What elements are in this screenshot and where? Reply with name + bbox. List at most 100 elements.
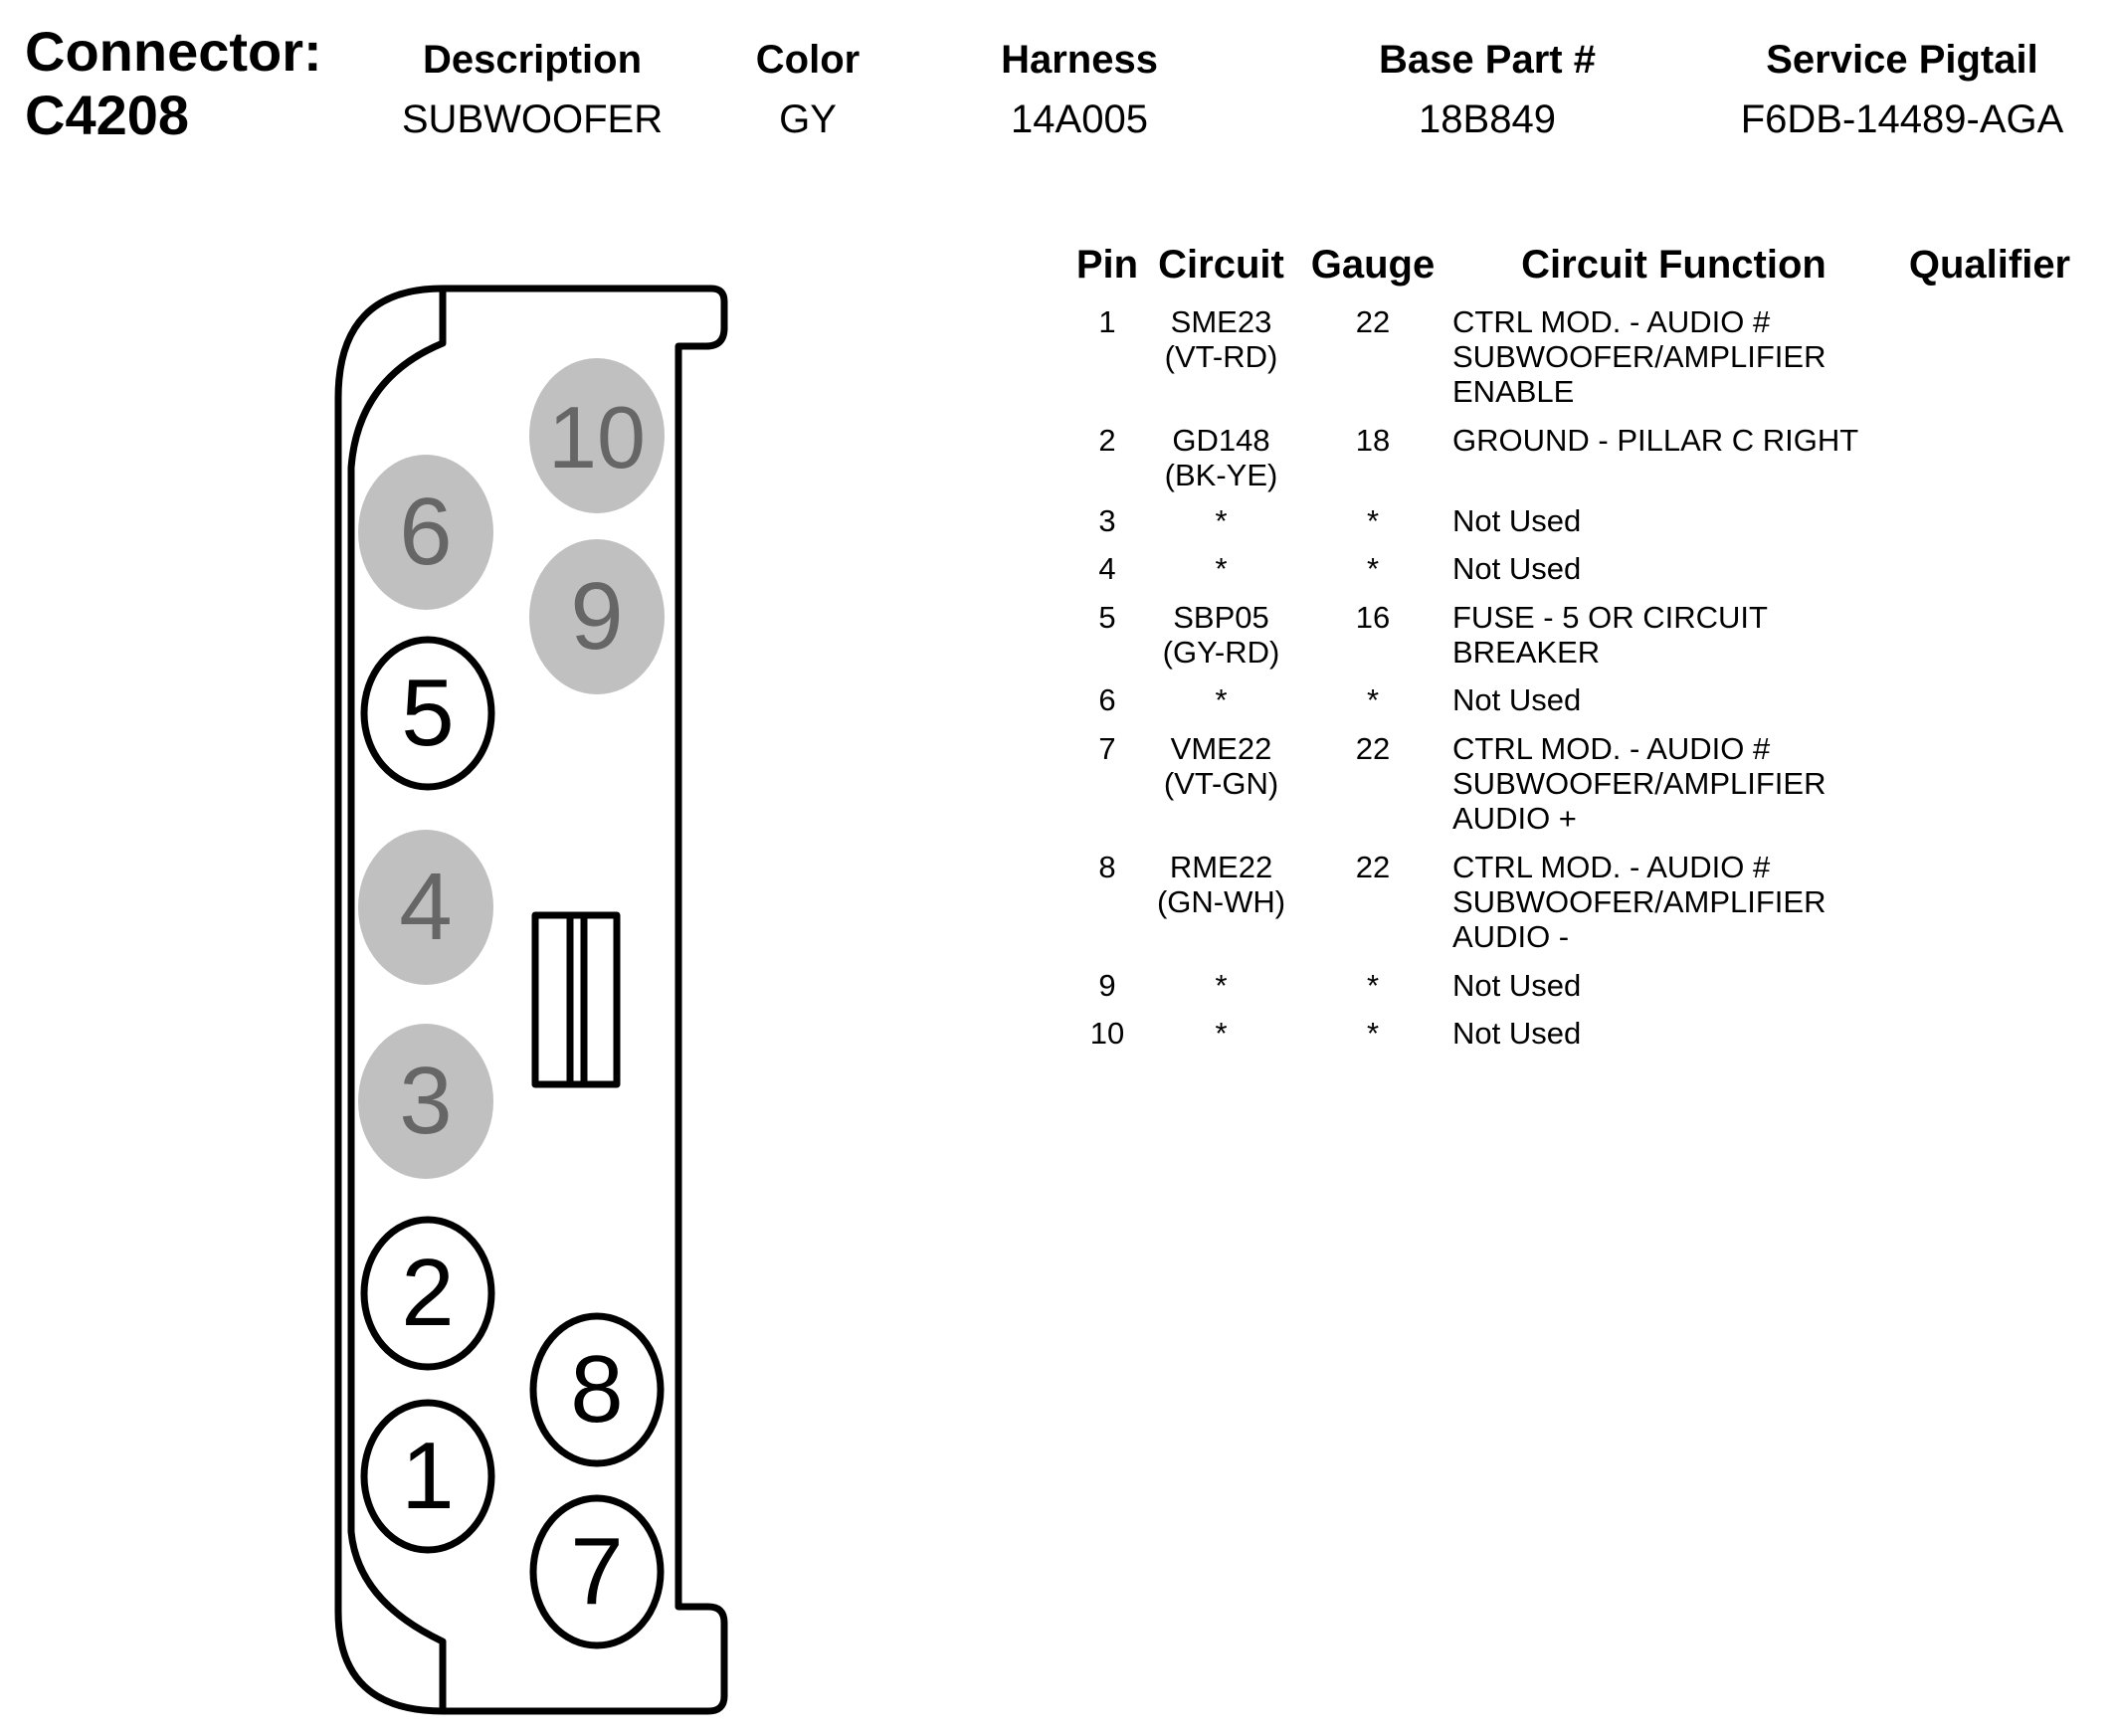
function-cell: GROUND - PILLAR C RIGHT xyxy=(1452,423,1890,458)
gauge-cell: 18 xyxy=(1355,423,1391,458)
circuit-cell: SBP05(GY-RD) xyxy=(1144,600,1298,670)
header-harness: Harness 14A005 xyxy=(880,38,1278,141)
pin-cavity-3 xyxy=(358,1024,493,1179)
gauge-cell: 22 xyxy=(1355,850,1391,884)
circuit-cell: GD148(BK-YE) xyxy=(1144,423,1298,492)
circuit-line: * xyxy=(1215,682,1228,717)
header-value: F6DB-14489-AGA xyxy=(1740,97,2064,141)
function-line: ENABLE xyxy=(1452,374,1575,409)
header-value: GY xyxy=(779,97,837,141)
pin-cavity-7 xyxy=(529,1494,665,1649)
connector-inner-wall xyxy=(347,287,447,1713)
circuit-line: (BK-YE) xyxy=(1164,458,1278,492)
pin-cavity-6 xyxy=(358,455,493,610)
function-line: BREAKER xyxy=(1452,635,1601,670)
pin-cavity-9 xyxy=(529,539,665,694)
gauge-cell: * xyxy=(1366,968,1380,1003)
header-value: SUBWOOFER xyxy=(401,97,664,141)
circuit-line: SME23 xyxy=(1170,304,1272,339)
pin-cavity-5 xyxy=(360,636,495,791)
pin-cavity-label: 5 xyxy=(401,660,454,766)
function-line: CTRL MOD. - AUDIO # xyxy=(1452,731,1771,766)
circuit-line: * xyxy=(1215,1016,1228,1051)
connector-housing-outline xyxy=(334,285,728,1715)
pin-cell: 5 xyxy=(1098,600,1116,635)
circuit-line: (VT-GN) xyxy=(1163,766,1279,801)
pin-cavity-8 xyxy=(529,1312,665,1467)
column-header-pin: Pin xyxy=(1075,243,1139,287)
function-line: SUBWOOFER/AMPLIFIER xyxy=(1452,339,1826,374)
circuit-cell: * xyxy=(1144,968,1298,1003)
pin-cavity-label: 6 xyxy=(399,479,452,585)
pin-cavity-10 xyxy=(529,358,665,513)
connector-title: Connector: C4208 xyxy=(25,20,322,147)
function-line: SUBWOOFER/AMPLIFIER xyxy=(1452,766,1826,801)
pin-cell: 10 xyxy=(1089,1016,1125,1051)
circuit-line: * xyxy=(1215,503,1228,538)
function-line: Not Used xyxy=(1452,551,1582,586)
function-line: CTRL MOD. - AUDIO # xyxy=(1452,850,1771,884)
pin-cell: 2 xyxy=(1098,423,1116,458)
pin-cavity-label: 2 xyxy=(401,1240,454,1346)
pin-cavity-label: 4 xyxy=(399,854,452,960)
pin-cell: 8 xyxy=(1098,850,1116,884)
function-cell: Not Used xyxy=(1452,1016,1890,1051)
connector-label: Connector: xyxy=(25,20,322,83)
circuit-line: (VT-RD) xyxy=(1164,339,1278,374)
header-base-part: Base Part # 18B849 xyxy=(1288,38,1686,141)
function-cell: Not Used xyxy=(1452,682,1890,717)
pin-cell: 9 xyxy=(1098,968,1116,1003)
gauge-cell: 16 xyxy=(1355,600,1391,635)
function-line: Not Used xyxy=(1452,682,1582,717)
column-header-circuit-function: Circuit Function xyxy=(1521,243,1826,287)
pin-cavity-label: 9 xyxy=(570,563,623,670)
function-cell: Not Used xyxy=(1452,551,1890,586)
circuit-line: VME22 xyxy=(1170,731,1272,766)
circuit-cell: * xyxy=(1144,503,1298,538)
pin-cell: 6 xyxy=(1098,682,1116,717)
circuit-cell: * xyxy=(1144,682,1298,717)
gauge-cell: * xyxy=(1366,682,1380,717)
header-value: 14A005 xyxy=(1011,97,1148,141)
gauge-cell: * xyxy=(1366,503,1380,538)
function-line: AUDIO - xyxy=(1452,919,1570,954)
connector-latch xyxy=(531,911,621,1088)
function-cell: Not Used xyxy=(1452,503,1890,538)
column-header-circuit: Circuit xyxy=(1158,243,1284,287)
circuit-line: * xyxy=(1215,551,1228,586)
gauge-cell: * xyxy=(1366,1016,1380,1051)
circuit-line: (GY-RD) xyxy=(1162,635,1280,670)
pin-cavity-label: 1 xyxy=(401,1423,454,1529)
circuit-line: RME22 xyxy=(1169,850,1273,884)
circuit-cell: * xyxy=(1144,1016,1298,1051)
circuit-line: GD148 xyxy=(1172,423,1270,458)
pin-cavity-2 xyxy=(360,1216,495,1371)
function-line: GROUND - PILLAR C RIGHT xyxy=(1452,423,1859,458)
header-description: Description SUBWOOFER xyxy=(333,38,731,141)
column-header-gauge: Gauge xyxy=(1310,243,1436,287)
circuit-cell: SME23(VT-RD) xyxy=(1144,304,1298,374)
pin-cavity-label: 3 xyxy=(399,1048,452,1154)
header-label: Harness xyxy=(1001,38,1158,82)
circuit-line: (GN-WH) xyxy=(1156,884,1286,919)
header-value: 18B849 xyxy=(1419,97,1556,141)
pin-cavity-4 xyxy=(358,830,493,985)
circuit-line: SBP05 xyxy=(1173,600,1269,635)
header-label: Base Part # xyxy=(1379,38,1596,82)
pin-cavity-label: 8 xyxy=(570,1336,623,1443)
circuit-cell: * xyxy=(1144,551,1298,586)
header-label: Description xyxy=(422,38,643,82)
pin-cavity-1 xyxy=(360,1399,495,1554)
header-service-pigtail: Service Pigtail F6DB-14489-AGA xyxy=(1703,38,2101,141)
pin-cell: 1 xyxy=(1098,304,1116,339)
function-cell: Not Used xyxy=(1452,968,1890,1003)
pin-cell: 4 xyxy=(1098,551,1116,586)
function-line: CTRL MOD. - AUDIO # xyxy=(1452,304,1771,339)
pin-cavity-label: 7 xyxy=(570,1518,623,1625)
gauge-cell: 22 xyxy=(1355,304,1391,339)
